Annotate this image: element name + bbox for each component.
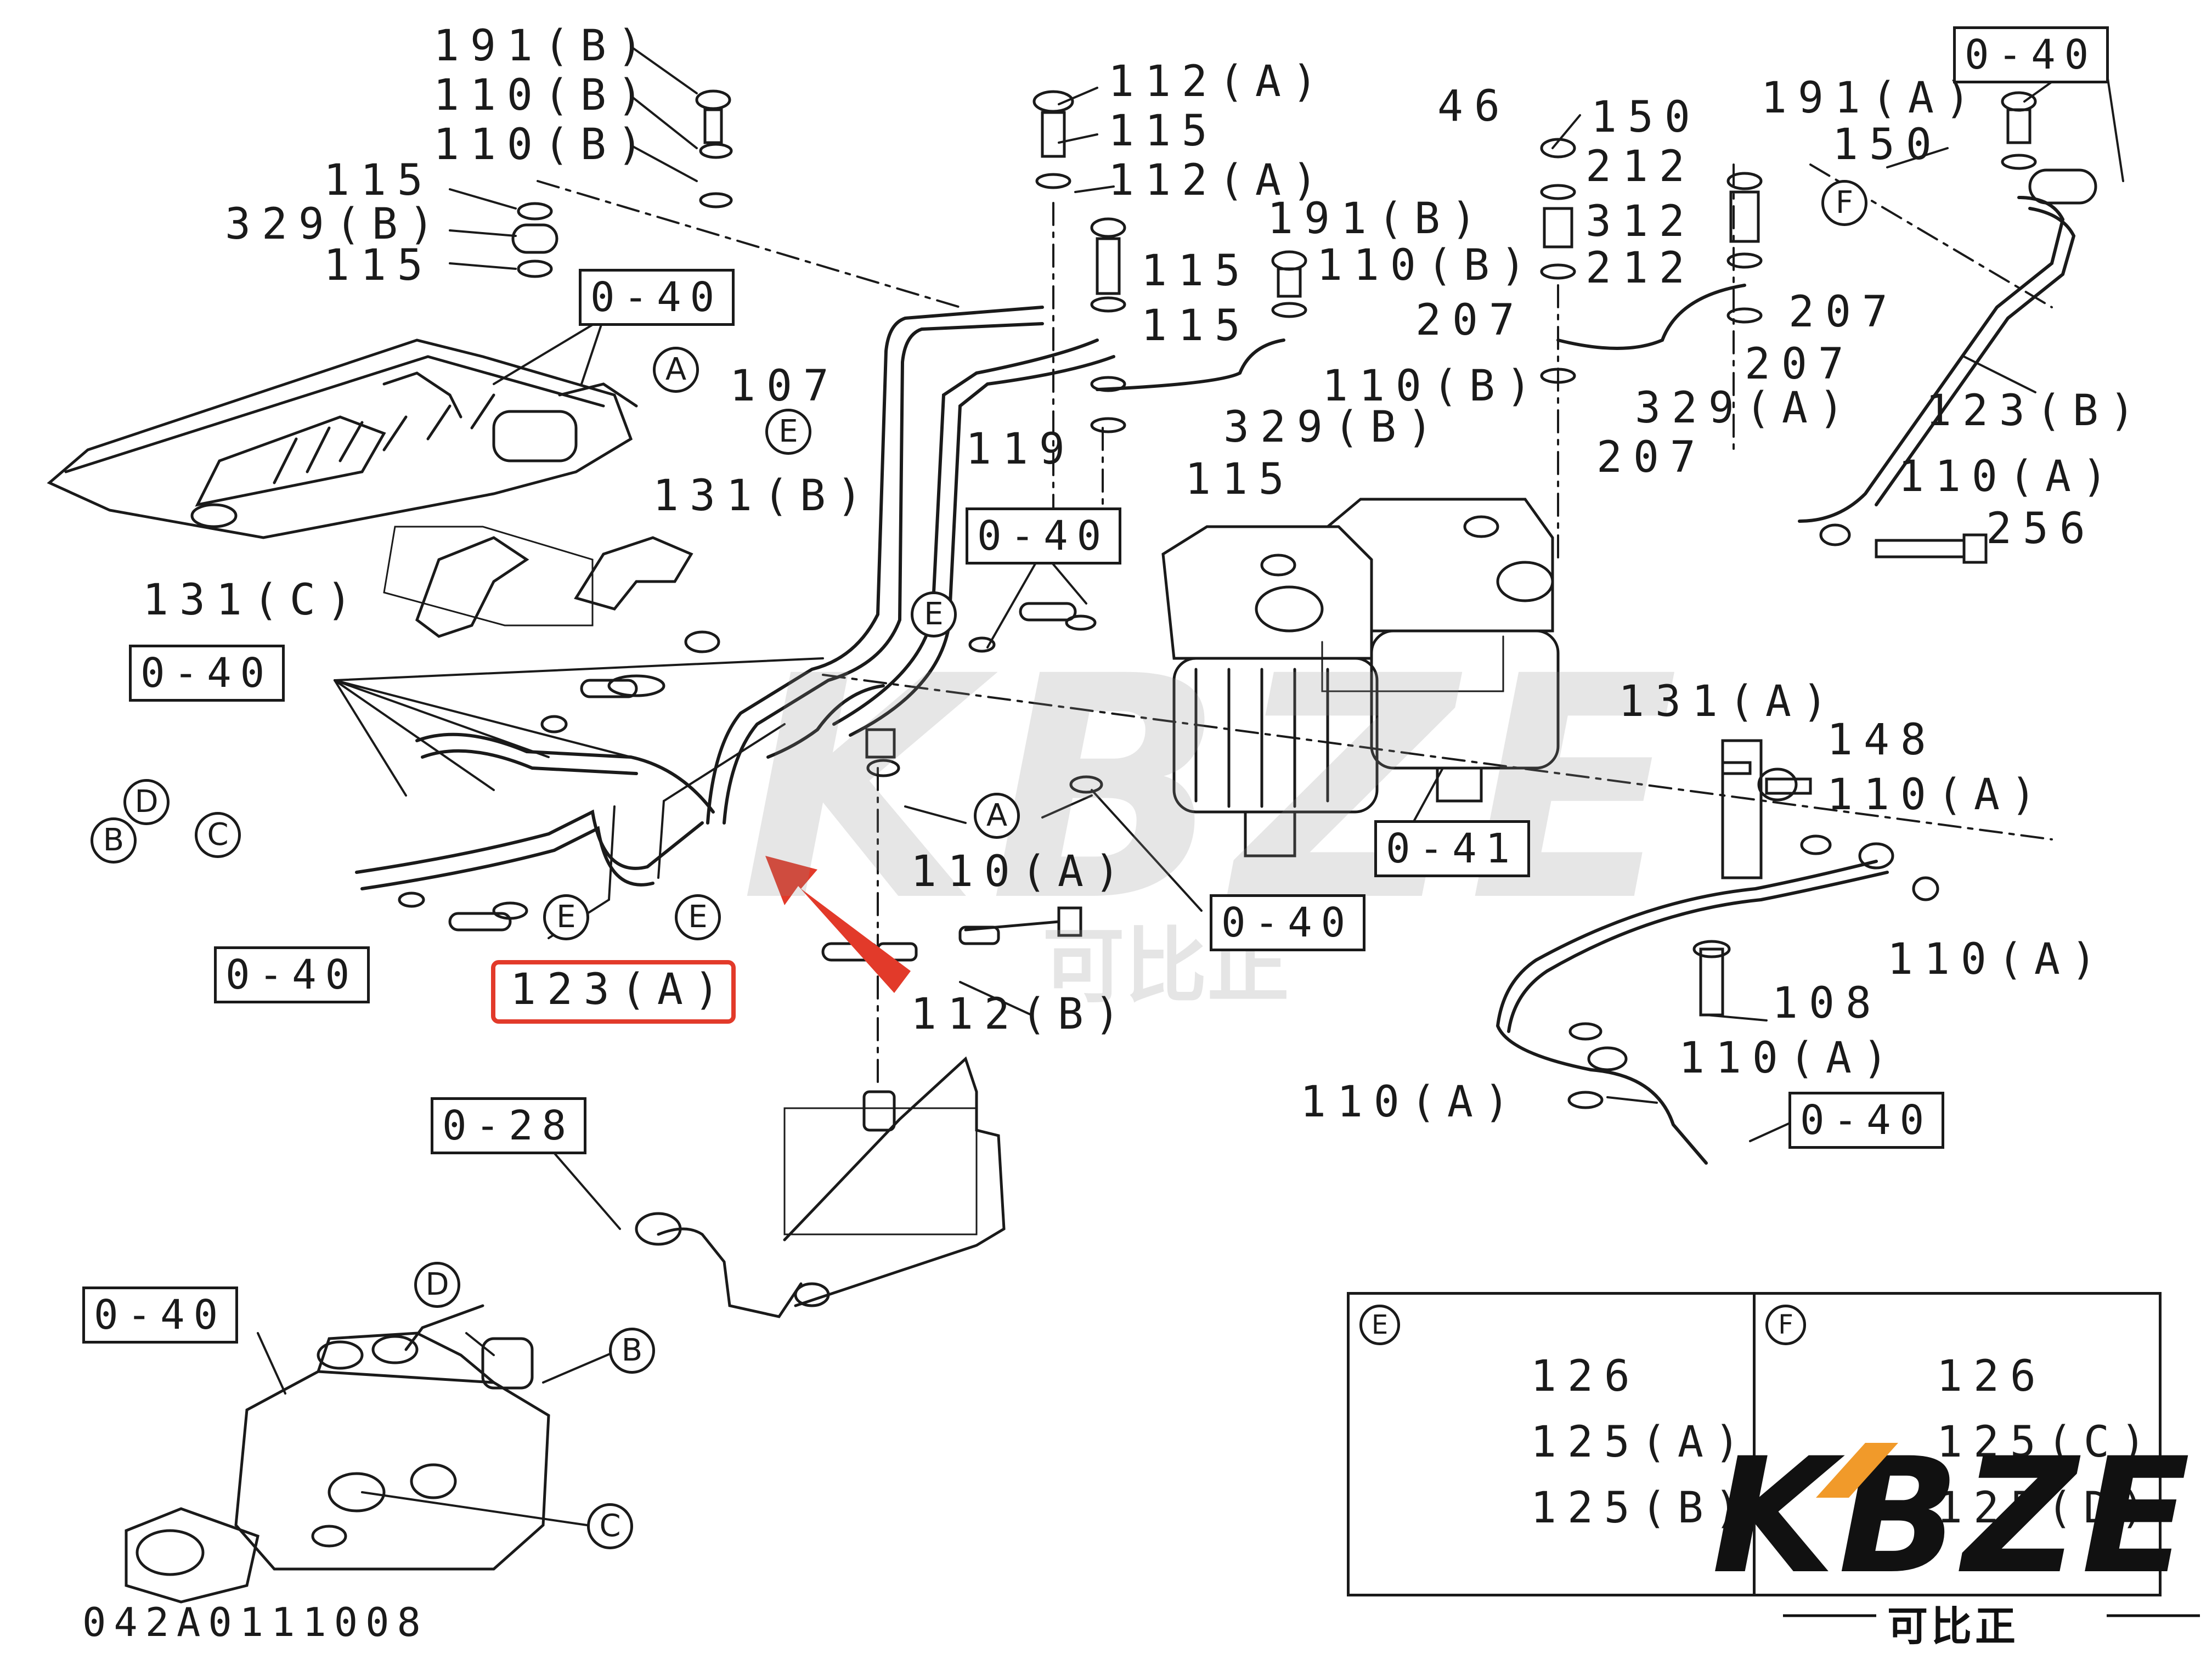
- label-148: 148: [1827, 715, 1937, 765]
- label-107: 107: [730, 362, 840, 411]
- dash-dot-lines: [537, 163, 2053, 1087]
- callout-E-center: E: [911, 591, 957, 637]
- callout-E-lower-a: E: [543, 894, 589, 940]
- label-112A-second: 112(A): [1108, 156, 1329, 205]
- callout-B-pump: B: [609, 1328, 655, 1374]
- inset-E-letter: E: [1359, 1305, 1400, 1345]
- watermark-logo: KBZE: [741, 611, 1690, 969]
- label-131B: 131(B): [653, 471, 873, 521]
- ref-box-040-center-low[interactable]: 0-40: [1210, 894, 1366, 951]
- label-329B-mid: 329(B): [1223, 403, 1444, 452]
- label-115-top: 115: [324, 156, 434, 205]
- label-329A: 329(A): [1635, 383, 1855, 433]
- ref-box-040-center[interactable]: 0-40: [966, 507, 1122, 565]
- highlight-box-123A: [491, 960, 736, 1024]
- injection-pump: [125, 1304, 550, 1604]
- callout-F-right: F: [1821, 180, 1867, 226]
- label-131C: 131(C): [143, 575, 363, 625]
- ref-box-028[interactable]: 0-28: [431, 1097, 587, 1154]
- label-207-c: 207: [1745, 340, 1855, 389]
- label-110B-second: 110(B): [433, 120, 654, 170]
- brand-subtitle: 可比正: [1887, 1603, 2019, 1650]
- callout-E-lower-b: E: [675, 894, 721, 940]
- fuel-filter-assembly: [1161, 498, 1560, 857]
- brackets: [383, 526, 720, 653]
- inset-E-upper-label: 125(A): [1531, 1418, 1751, 1467]
- label-108: 108: [1772, 979, 1882, 1028]
- label-150-b: 150: [1832, 120, 1943, 170]
- label-110A-center: 110(A): [911, 847, 1131, 896]
- label-191B-center: 191(B): [1267, 194, 1488, 244]
- label-312: 312: [1585, 197, 1696, 246]
- callout-C-left: C: [195, 812, 241, 858]
- label-46: 46: [1437, 82, 1511, 131]
- label-123B: 123(B): [1926, 386, 2146, 436]
- callout-D-left: D: [123, 779, 170, 825]
- label-207-a: 207: [1415, 296, 1526, 345]
- inset-E-bolt-label: 126: [1531, 1352, 1641, 1401]
- label-150-a: 150: [1591, 93, 1701, 142]
- label-212-b: 212: [1585, 244, 1696, 293]
- label-256: 256: [1986, 504, 2096, 554]
- manifold-assembly: [47, 338, 638, 539]
- label-112B: 112(B): [911, 990, 1131, 1039]
- brand-logo: KBZE: [1712, 1424, 2194, 1609]
- ref-box-040-pump[interactable]: 0-40: [82, 1286, 239, 1344]
- label-112A-top: 112(A): [1108, 57, 1329, 106]
- label-131A: 131(A): [1618, 677, 1839, 726]
- callout-A-center: A: [974, 793, 1020, 839]
- diagram-code: 042A0111008: [82, 1599, 428, 1645]
- ref-box-041[interactable]: 0-41: [1374, 820, 1531, 877]
- label-110B-center: 110(B): [1317, 241, 1537, 290]
- label-110A-right-low: 110(A): [1887, 935, 2108, 984]
- label-115-center-low: 115: [1141, 301, 1251, 351]
- label-123A-highlighted[interactable]: 123(A): [510, 965, 731, 1014]
- mounting-plate: [635, 1056, 1006, 1318]
- inset-E-lower-label: 125(B): [1531, 1483, 1751, 1533]
- detail-inset-F: F 126 125(C) 125(D): [1753, 1292, 2162, 1596]
- inset-F-lower-label: 125(D): [1937, 1483, 2157, 1533]
- label-329B-top: 329(B): [225, 200, 445, 249]
- inset-F-bolt-label: 126: [1937, 1352, 2047, 1401]
- label-115-mid: 115: [1185, 455, 1295, 504]
- label-207-d: 207: [1596, 433, 1707, 482]
- label-110B-top: 110(B): [433, 71, 654, 120]
- callout-A-manifold: A: [653, 347, 699, 393]
- inset-F-upper-label: 125(C): [1937, 1418, 2157, 1467]
- label-191A: 191(A): [1761, 74, 1982, 123]
- label-110A-lower: 110(A): [1679, 1034, 1899, 1083]
- brand-logo-accent: [1816, 1443, 1898, 1498]
- ref-box-040-left[interactable]: 0-40: [129, 645, 285, 702]
- label-119: 119: [966, 425, 1076, 474]
- label-191B-top: 191(B): [433, 21, 654, 71]
- ref-box-040-top-right[interactable]: 0-40: [1953, 26, 2109, 83]
- label-115-center: 115: [1141, 246, 1251, 296]
- ref-box-040-lower-left[interactable]: 0-40: [214, 946, 370, 1003]
- callout-E-upper: E: [765, 409, 811, 455]
- reference-leaders: [257, 70, 2124, 1526]
- label-110B-mid: 110(B): [1322, 362, 1543, 411]
- inset-F-letter: F: [1765, 1305, 1806, 1345]
- fasteners: [398, 89, 2097, 1132]
- detail-inset-E: E 126 125(A) 125(B): [1347, 1292, 1758, 1596]
- label-110A-right-top: 110(A): [1898, 452, 2119, 501]
- highlight-arrow: [765, 856, 911, 993]
- label-110A-right-mid: 110(A): [1827, 770, 2047, 820]
- callout-D-pump: D: [414, 1262, 460, 1308]
- callout-C-pump: C: [587, 1503, 633, 1549]
- brand-sub-rules: [1783, 1614, 2200, 1617]
- callout-B-left: B: [91, 817, 137, 864]
- label-207-b: 207: [1788, 287, 1899, 337]
- label-110A-bottom: 110(A): [1300, 1077, 1521, 1127]
- ref-box-040-upper-left[interactable]: 0-40: [579, 269, 735, 326]
- label-115-second: 115: [324, 241, 434, 290]
- ref-box-040-right-low[interactable]: 0-40: [1788, 1092, 1945, 1149]
- label-115-center-top: 115: [1108, 106, 1218, 156]
- label-212-a: 212: [1585, 142, 1696, 191]
